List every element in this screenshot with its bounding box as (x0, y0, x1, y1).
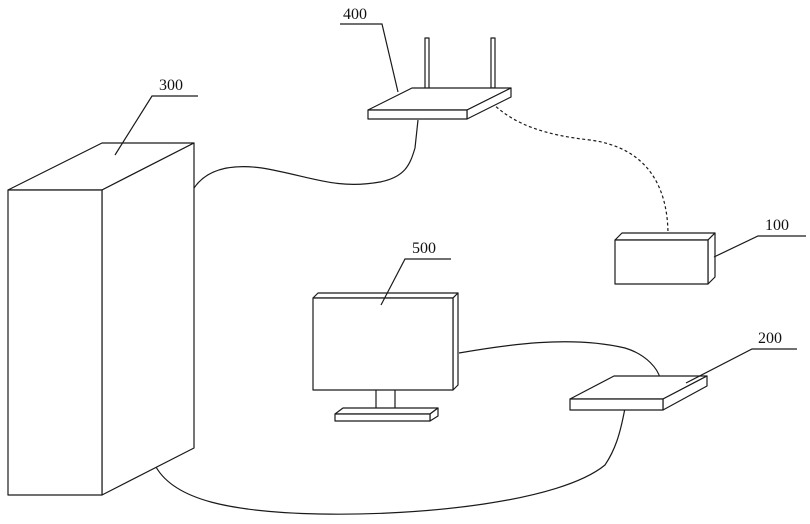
monitor-screen (313, 298, 453, 390)
cable-server-pad (156, 408, 625, 514)
cable-server-router (194, 120, 418, 188)
box-side-face (708, 233, 715, 284)
box-front-face (615, 240, 708, 284)
monitor-side-edge (453, 293, 458, 390)
cable-monitor-pad (459, 342, 660, 378)
leader-line-100 (714, 236, 806, 257)
device-box (615, 233, 715, 284)
cable-router-box-dashed (492, 103, 668, 235)
pad-device (570, 376, 707, 410)
server-side-face (102, 143, 194, 495)
monitor (313, 293, 458, 421)
label-300: 300 (159, 77, 183, 94)
label-500: 500 (412, 240, 436, 257)
leader-line-400 (340, 24, 398, 92)
label-400: 400 (343, 6, 367, 23)
label-200: 200 (758, 330, 782, 347)
router-antenna-left (425, 38, 429, 90)
server-front-face (8, 190, 102, 495)
router (368, 38, 511, 119)
monitor-base-top (335, 408, 438, 414)
monitor-base-front (335, 414, 430, 421)
box-top-face (615, 233, 715, 240)
router-antenna-right (491, 38, 495, 88)
server-tower (8, 143, 194, 495)
router-front-face (368, 110, 467, 119)
label-100: 100 (765, 217, 789, 234)
pad-front-face (570, 399, 663, 410)
